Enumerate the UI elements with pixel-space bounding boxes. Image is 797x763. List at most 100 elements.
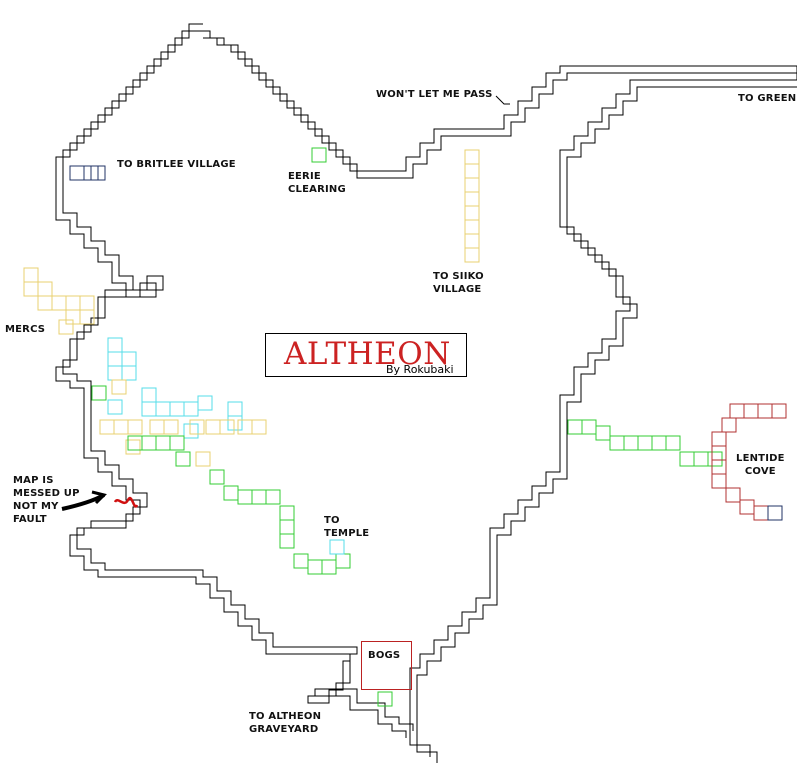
cyan-area-tile (121, 365, 137, 381)
lentide-path-tile (651, 435, 667, 451)
yellow-band-tile (195, 451, 211, 467)
lentide-area-tile (743, 403, 759, 419)
lentide-area-tile (711, 473, 727, 489)
temple-path-tile (279, 533, 295, 549)
bogs-area (361, 641, 412, 690)
label-britlee-village: TO BRITLEE VILLAGE (117, 159, 236, 170)
mercs-area-tile (79, 309, 95, 325)
cyan-area-tile (227, 415, 243, 431)
wall-west (55, 30, 407, 738)
label-altheon-graveyard: TO ALTHEON GRAVEYARD (249, 711, 322, 735)
lentide-area-tile (711, 445, 727, 461)
wall-east-inner (203, 37, 797, 763)
lentide-area-tile (725, 487, 741, 503)
mercs-area-tile (23, 281, 39, 297)
mercs-area-tile (23, 267, 39, 283)
mercs-area-tile (51, 295, 67, 311)
yellow-band-tile (127, 419, 143, 435)
cyan-area-tile (183, 401, 199, 417)
siiko-path-tile (464, 233, 480, 249)
author-credit: By Rokubaki (386, 363, 454, 376)
cyan-area-tile (121, 351, 137, 367)
siiko-path-tile (464, 247, 480, 263)
lentide-area-tile (753, 505, 769, 521)
colored-paths (23, 95, 787, 707)
siiko-path-tile (464, 219, 480, 235)
label-bogs: BOGS (368, 650, 401, 661)
britlee-exit-tile (90, 165, 106, 181)
cyan-area-tile (155, 401, 171, 417)
yellow-band-tile (189, 419, 205, 435)
lentide-path-tile (581, 419, 597, 435)
temple-path-tile (223, 485, 239, 501)
label-mercs: MERCS (5, 324, 46, 335)
lentide-area-tile (739, 499, 755, 515)
yellow-band-tile (113, 419, 129, 435)
yellow-band-tile (111, 379, 127, 395)
yellow-band-tile (219, 419, 235, 435)
cyan-area-tile (183, 423, 199, 439)
temple-path-tile (293, 553, 309, 569)
label-map-messed-up: MAP IS MESSED UP NOT MY FAULT (13, 475, 80, 525)
siiko-path-tile (464, 191, 480, 207)
britlee-exit-tile (69, 165, 85, 181)
cyan-area-tile (227, 401, 243, 417)
yellow-band-tile (99, 419, 115, 435)
yellow-band-tile (125, 439, 141, 455)
mercs-area-tile (58, 319, 74, 335)
lentide-path-tile (693, 451, 709, 467)
temple-path-tile (169, 435, 185, 451)
eerie-clearing-tile (311, 147, 327, 163)
lentide-path-tile (623, 435, 639, 451)
lentide-path-tile (679, 451, 695, 467)
temple-path-tile (265, 489, 281, 505)
mercs-area-tile (79, 295, 95, 311)
label-eerie-clearing: EERIE CLEARING (288, 171, 346, 195)
lentide-area-tile (711, 459, 727, 475)
lentide-path-tile (707, 451, 723, 467)
label-lentide-cove: LENTIDE COVE (736, 453, 785, 477)
lentide-area-tile (757, 403, 773, 419)
wall-west-inner (62, 23, 414, 731)
yellow-band-tile (205, 419, 221, 435)
siiko-path-tile (464, 163, 480, 179)
cyan-area-tile (141, 387, 157, 403)
town-wall-outline (55, 23, 797, 763)
temple-path-tile (237, 489, 253, 505)
temple-path-tile (155, 435, 171, 451)
lentide-path-tile (567, 419, 583, 435)
lentide-path-tile (595, 425, 611, 441)
temple-path-tile (307, 559, 323, 575)
cyan-area-tile (197, 395, 213, 411)
lentide-path-tile (665, 435, 681, 451)
temple-path-tile (91, 385, 107, 401)
blocked-passage-mark (495, 95, 510, 105)
cyan-area-tile (107, 337, 123, 353)
label-to-temple: TO TEMPLE (324, 515, 370, 539)
yellow-band-tile (149, 419, 165, 435)
graveyard-gate-tile (377, 691, 393, 707)
map-title-box: ALTHEON By Rokubaki (265, 333, 467, 377)
temple-path-tile (335, 553, 351, 569)
wall-east (196, 30, 797, 757)
temple-path-tile (175, 451, 191, 467)
lentide-path-tile (637, 435, 653, 451)
cyan-area-tile (169, 401, 185, 417)
siiko-path-tile (464, 205, 480, 221)
yellow-band-tile (163, 419, 179, 435)
cyan-area-tile (107, 351, 123, 367)
siiko-path-tile (464, 177, 480, 193)
label-siiko-village: TO SIIKO VILLAGE (433, 271, 484, 295)
lentide-path-tile (609, 435, 625, 451)
yellow-band-tile (251, 419, 267, 435)
mercs-area-tile (37, 295, 53, 311)
temple-path-tile (279, 519, 295, 535)
lentide-area-tile (721, 417, 737, 433)
mercs-area-tile (37, 281, 53, 297)
temple-path-tile (209, 469, 225, 485)
cyan-area-tile (107, 365, 123, 381)
lentide-area-tile (729, 403, 745, 419)
siiko-path-tile (464, 149, 480, 165)
label-to-green: TO GREEN (738, 93, 797, 104)
